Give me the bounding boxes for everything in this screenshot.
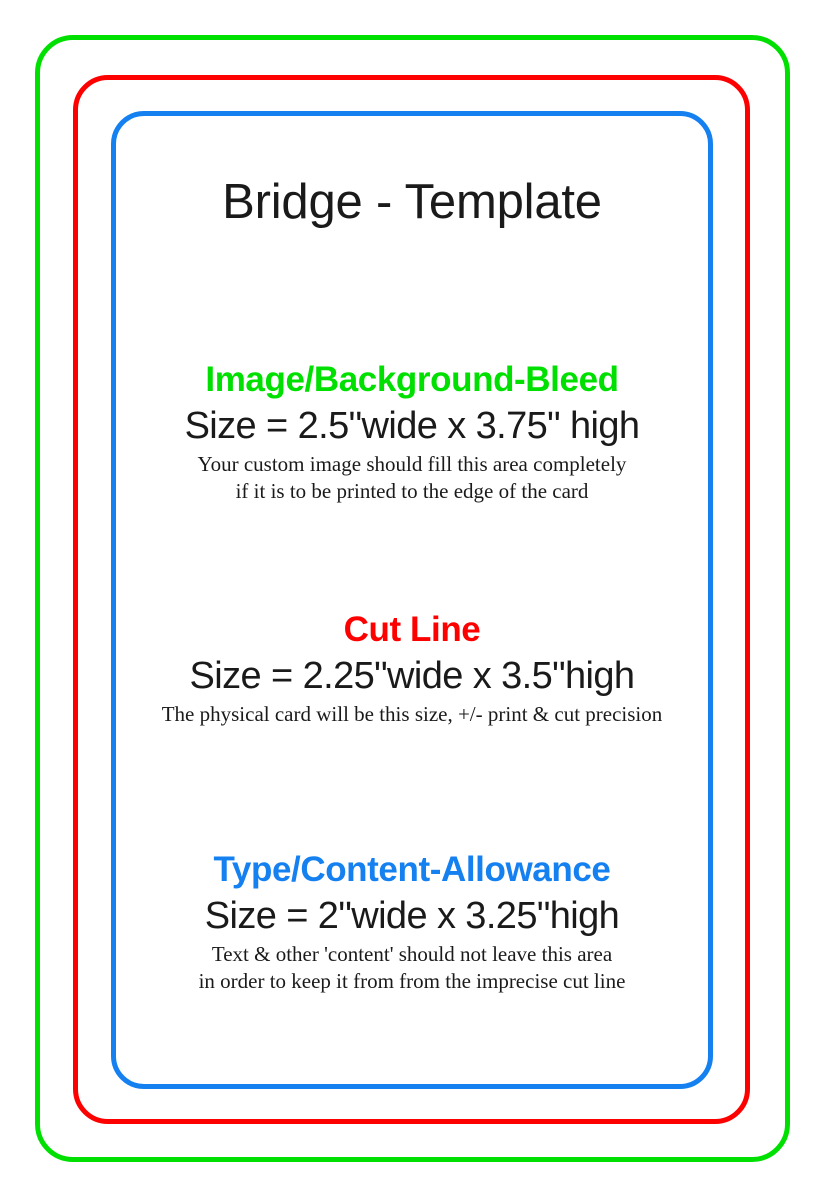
page-title: Bridge - Template [222, 175, 602, 229]
cut-guide-frame [73, 75, 750, 1124]
content-section-note: Text & other 'content' should not leave … [198, 942, 626, 994]
content-section-size: Size = 2"wide x 3.25"high [204, 894, 620, 937]
content-section-heading: Type/Content-Allowance [213, 850, 611, 889]
cut-section: Cut Line Size = 2.25"wide x 3.5"high The… [110, 610, 714, 728]
bleed-section-heading: Image/Background-Bleed [205, 360, 619, 399]
cut-section-heading: Cut Line [343, 610, 481, 649]
cut-section-size: Size = 2.25"wide x 3.5"high [189, 654, 636, 697]
bleed-guide-frame [35, 35, 790, 1162]
bleed-section-size: Size = 2.5"wide x 3.75" high [184, 404, 640, 447]
content-guide-frame [111, 111, 713, 1089]
bleed-section: Image/Background-Bleed Size = 2.5"wide x… [110, 360, 714, 505]
cut-section-note: The physical card will be this size, +/-… [161, 702, 663, 727]
content-section: Type/Content-Allowance Size = 2"wide x 3… [110, 850, 714, 995]
bleed-section-note: Your custom image should fill this area … [197, 452, 627, 504]
template-content-area: Bridge - Template Image/Background-Bleed… [116, 116, 708, 1084]
